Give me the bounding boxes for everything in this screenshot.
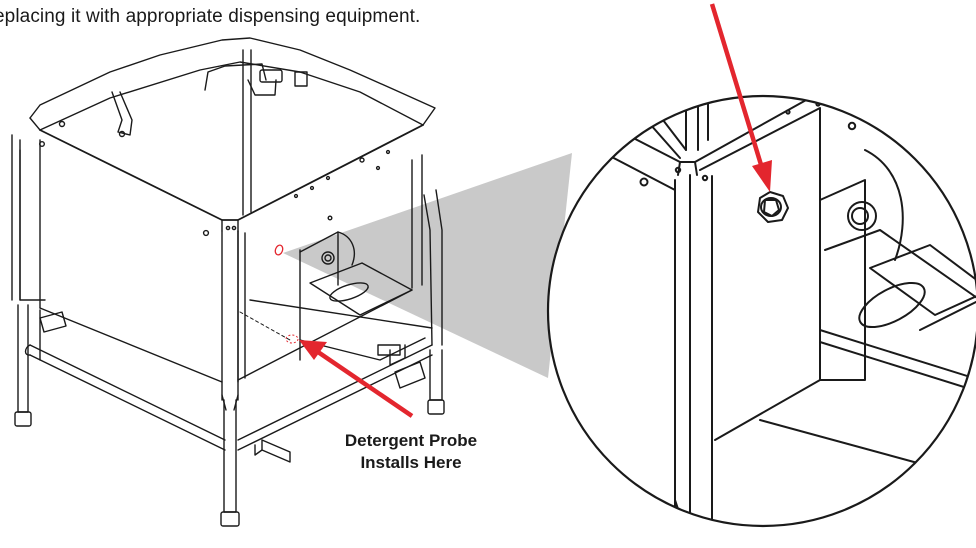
zoom-projection-cone [283,153,572,378]
probe-location-marker [274,244,284,256]
intro-text: eplacing it with appropriate dispensing … [0,6,421,27]
red-arrow-to-probe [299,340,414,418]
probe-install-marker [285,334,299,344]
callout-line-2: Installs Here [360,453,462,472]
red-arrow-to-fitting [709,3,772,192]
dishwasher-line-art [11,37,445,527]
zoom-circle-outline [546,94,976,528]
detergent-probe-callout: Detergent Probe Installs Here [296,430,526,474]
callout-line-1: Detergent Probe [344,431,478,450]
